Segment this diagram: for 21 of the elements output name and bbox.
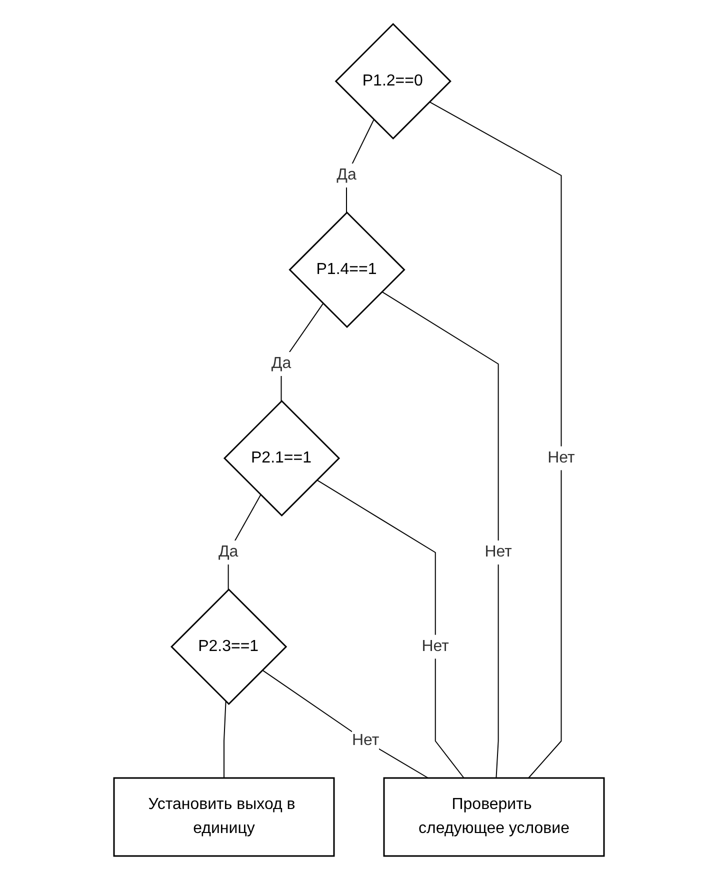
node-diamond: P2.3==1 [170,588,287,706]
connector [223,701,226,778]
connector [380,291,498,778]
edge-label: Да [270,355,291,372]
connector [316,479,464,778]
node-box: Проверить следующее условие [382,777,604,857]
edge-label: Нет [421,638,448,655]
node-box: Установить выход в единицу [112,777,334,857]
edge-label: Нет [484,544,512,560]
node-diamond: P1.4==1 [288,211,405,328]
connector [261,670,428,778]
node-diamond: P1.2==0 [334,22,451,140]
node-diamond: P2.1==1 [222,400,340,517]
edge-label: Нет [547,449,574,466]
connector [280,303,324,402]
edge-label: Да [336,166,356,184]
connector [346,119,374,213]
connector [428,101,562,778]
edge-label: Нет [352,732,379,749]
edge-label: Да [218,544,238,560]
connector [227,494,261,590]
